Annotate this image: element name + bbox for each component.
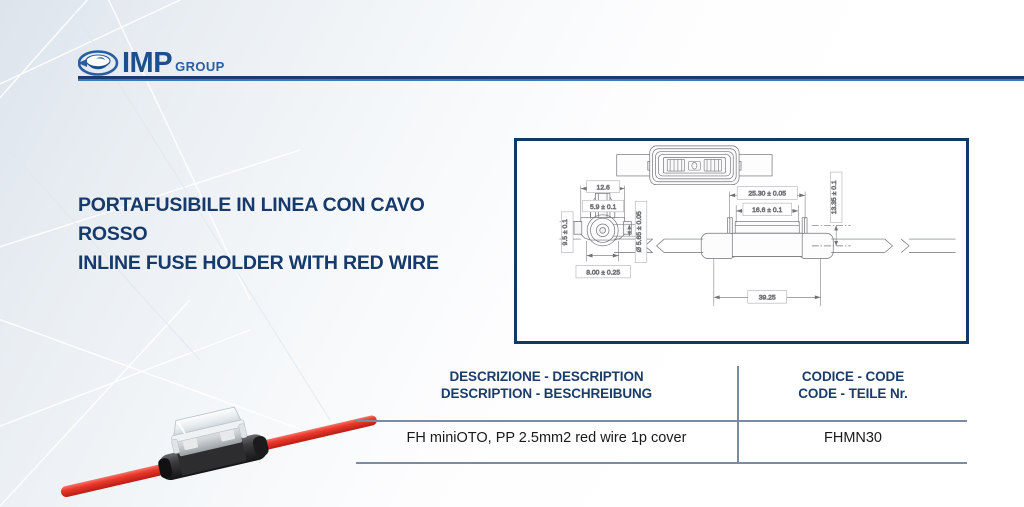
brand-name: IMP (122, 46, 173, 79)
dim-9-5: 9.5 ± 0.1 (561, 211, 574, 253)
table-header-divider (356, 420, 967, 422)
technical-drawing-panel: 12.6 5.9 ± 0.1 9.5 ± 0.1 Ø 5.65 ± 0.05 (514, 138, 969, 344)
product-photo-illustration (60, 406, 377, 498)
page-title: PORTAFUSIBILE IN LINEA CON CAVO ROSSO IN… (78, 191, 508, 278)
brand-suffix: GROUP (175, 59, 225, 74)
top-view-group (616, 145, 773, 186)
dim-39-25: 39.25 (747, 290, 787, 304)
imp-bird-oval-icon (78, 48, 120, 78)
dim-12-6: 12.6 (586, 180, 620, 193)
svg-text:Ø 5.65 ± 0.05: Ø 5.65 ± 0.05 (636, 211, 643, 252)
product-photo (30, 352, 390, 507)
table-header-code: CODICE - CODE CODE - TEILE Nr. (739, 368, 967, 402)
svg-text:16.6 ± 0.1: 16.6 ± 0.1 (752, 207, 782, 214)
table-header-code-line1: CODICE - CODE (801, 369, 905, 384)
svg-text:12.6: 12.6 (597, 184, 610, 191)
svg-text:8.00 ± 0.25: 8.00 ± 0.25 (586, 269, 620, 276)
dim-5-9: 5.9 ± 0.1 (582, 199, 624, 213)
table-header-description: DESCRIZIONE - DESCRIPTION DESCRIPTION - … (356, 368, 737, 402)
side-view-group (613, 217, 956, 259)
header-divider (78, 76, 1024, 79)
table-cell-code-wrap: FHMN30 (739, 430, 967, 446)
svg-text:9.5 ± 0.1: 9.5 ± 0.1 (562, 219, 569, 246)
dim-8-00: 8.00 ± 0.25 (575, 265, 631, 279)
svg-text:13.35 ± 0.1: 13.35 ± 0.1 (831, 180, 838, 214)
dim-diam-5-65: Ø 5.65 ± 0.05 (634, 200, 648, 263)
table-row: FH miniOTO, PP 2.5mm2 red wire 1p cover (356, 430, 737, 446)
dim-25-30: 25.30 ± 0.05 (736, 186, 798, 200)
brand-logo: IMP GROUP (78, 48, 225, 78)
table-header-description-line1: DESCRIZIONE - DESCRIPTION (449, 369, 644, 384)
dim-16-6: 16.6 ± 0.1 (742, 202, 792, 217)
table-bottom-divider (356, 462, 967, 464)
table-cell-code: FHMN30 (823, 430, 882, 446)
table-column-divider (737, 366, 739, 462)
svg-text:39.25: 39.25 (759, 295, 776, 302)
technical-drawing: 12.6 5.9 ± 0.1 9.5 ± 0.1 Ø 5.65 ± 0.05 (559, 145, 956, 307)
svg-text:25.30 ± 0.05: 25.30 ± 0.05 (748, 191, 786, 198)
title-line-en: INLINE FUSE HOLDER WITH RED WIRE (78, 252, 439, 274)
table-cell-description: FH miniOTO, PP 2.5mm2 red wire 1p cover (406, 430, 687, 446)
specification-table: DESCRIZIONE - DESCRIPTION DESCRIPTION - … (356, 366, 967, 466)
dimension-labels: 12.6 5.9 ± 0.1 9.5 ± 0.1 Ø 5.65 ± 0.05 (561, 171, 843, 304)
title-line-it-1: PORTAFUSIBILE IN LINEA CON CAVO (78, 194, 425, 216)
dim-13-35: 13.35 ± 0.1 (830, 171, 843, 223)
table-header-code-line2: CODE - TEILE Nr. (798, 386, 908, 401)
title-line-it-2: ROSSO (78, 223, 148, 245)
table-header-description-line2: DESCRIPTION - BESCHREIBUNG (440, 386, 653, 401)
svg-text:5.9 ± 0.1: 5.9 ± 0.1 (590, 204, 617, 211)
header-divider-accent (78, 79, 1024, 81)
